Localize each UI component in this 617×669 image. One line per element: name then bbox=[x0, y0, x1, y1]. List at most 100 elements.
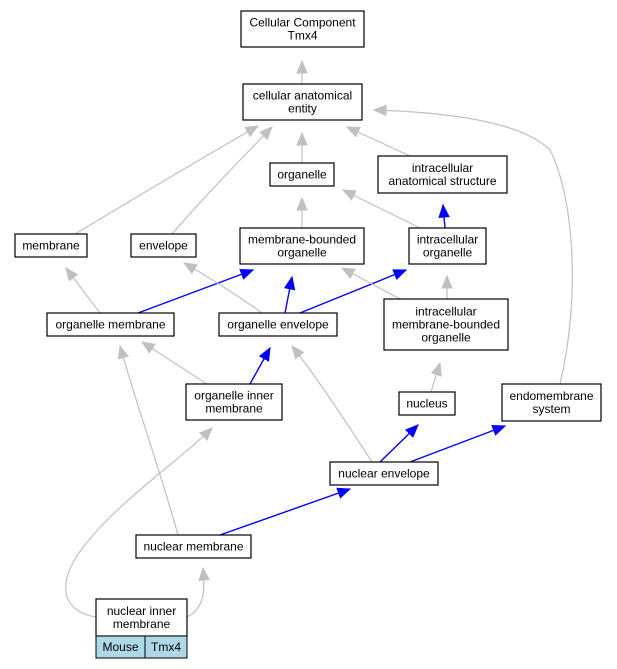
node-label-line: membrane-bounded bbox=[392, 318, 500, 332]
edge-arrowhead bbox=[117, 344, 129, 360]
edge-is_a-nucleus-to-intracellular-membrane-bounded-organelle bbox=[430, 361, 442, 393]
node-box bbox=[135, 534, 252, 559]
edge-is_a-organelle-membrane-to-membrane bbox=[65, 266, 101, 314]
edge-is_a-membrane-bounded-organelle-to-organelle bbox=[296, 196, 308, 228]
edge-arrowhead bbox=[491, 425, 507, 436]
edge-arrowhead bbox=[438, 203, 450, 218]
node-box bbox=[398, 391, 456, 416]
node-label-line: system bbox=[532, 402, 570, 416]
node-label-line: organelle inner bbox=[194, 389, 273, 403]
node-label-line: nuclear inner bbox=[107, 604, 176, 618]
edge-arrowhead bbox=[198, 566, 210, 581]
edge-arrowhead bbox=[345, 126, 361, 138]
edge-is_a-cellular-anatomical-entity-to-cellular-component bbox=[296, 59, 308, 84]
edge-part_of-organelle-inner-membrane-to-organelle-envelope bbox=[249, 346, 271, 385]
edge-line bbox=[171, 126, 273, 235]
edge-arrowhead bbox=[140, 341, 156, 354]
node-box bbox=[408, 227, 487, 265]
edge-arrowhead bbox=[259, 126, 273, 140]
node-box bbox=[130, 233, 197, 258]
node-label-line: organelle envelope bbox=[227, 318, 329, 332]
edge-line bbox=[219, 488, 351, 536]
node-box bbox=[383, 298, 509, 351]
node-label-line: organelle membrane bbox=[55, 318, 165, 332]
node-box bbox=[185, 383, 283, 421]
edge-line bbox=[291, 345, 373, 463]
edge-arrowhead bbox=[258, 346, 271, 362]
edge-arrowhead bbox=[291, 344, 305, 360]
node-box bbox=[95, 598, 188, 637]
edge-arrowhead bbox=[372, 104, 387, 117]
edge-arrowhead bbox=[182, 262, 198, 275]
edge-arrowhead bbox=[341, 189, 357, 201]
node-label-line: endomembrane bbox=[509, 389, 593, 403]
edge-part_of-organelle-envelope-to-intracellular-organelle bbox=[299, 269, 408, 314]
edge-is_a-intracellular-organelle-to-organelle bbox=[341, 189, 421, 229]
node-envelope[interactable]: envelope bbox=[130, 233, 197, 258]
edge-is_a-nuclear-envelope-to-organelle-envelope bbox=[291, 344, 373, 463]
edge-line bbox=[141, 341, 208, 385]
edge-layer bbox=[65, 59, 573, 618]
node-box bbox=[329, 461, 439, 486]
node-label-line: membrane bbox=[113, 617, 171, 631]
node-label-line: organelle bbox=[277, 246, 327, 260]
edge-part_of-nuclear-envelope-to-nucleus bbox=[379, 424, 419, 463]
edge-is_a-nuclear-inner-membrane-to-organelle-inner-membrane bbox=[65, 427, 213, 618]
node-organelle[interactable]: organelle bbox=[269, 162, 335, 187]
node-organelle-membrane[interactable]: organelle membrane bbox=[46, 312, 175, 337]
edge-is_a-envelope-to-cellular-anatomical-entity bbox=[171, 126, 273, 235]
edge-line bbox=[373, 109, 573, 385]
edge-is_a-organelle-envelope-to-envelope bbox=[182, 262, 263, 314]
edge-part_of-intracellular-organelle-to-intracellular-anatomical-structure bbox=[438, 203, 450, 229]
edge-arrowhead bbox=[340, 267, 356, 279]
edge-is_a-intracellular-anatomical-structure-to-cellular-anatomical-entity bbox=[345, 126, 411, 157]
edge-part_of-organelle-envelope-to-membrane-bounded-organelle bbox=[283, 275, 296, 314]
annotation-row: Mouse Tmx4 bbox=[95, 635, 188, 659]
edge-is_a-nuclear-inner-membrane-to-nuclear-membrane bbox=[186, 566, 210, 618]
node-label-line: envelope bbox=[139, 239, 188, 253]
edge-arrowhead bbox=[392, 269, 408, 281]
node-box bbox=[242, 83, 363, 121]
node-label-line: Tmx4 bbox=[288, 29, 318, 43]
edge-part_of-nuclear-envelope-to-endomembrane-system bbox=[409, 425, 507, 463]
node-box bbox=[14, 233, 88, 258]
edge-line bbox=[409, 425, 506, 463]
edge-arrowhead bbox=[296, 59, 308, 74]
edge-arrowhead bbox=[296, 131, 308, 146]
edge-is_a-membrane-to-cellular-anatomical-entity bbox=[74, 125, 260, 235]
node-organelle-envelope[interactable]: organelle envelope bbox=[218, 312, 338, 337]
node-box bbox=[46, 312, 175, 337]
node-label-line: anatomical structure bbox=[388, 174, 496, 188]
node-label-line: membrane-bounded bbox=[248, 233, 356, 247]
node-nuclear-membrane[interactable]: nuclear membrane bbox=[135, 534, 252, 559]
edge-arrowhead bbox=[244, 125, 260, 138]
node-nucleus[interactable]: nucleus bbox=[398, 391, 456, 416]
node-nuclear-envelope[interactable]: nuclear envelope bbox=[329, 461, 439, 486]
node-box bbox=[239, 227, 365, 265]
node-label-line: nuclear membrane bbox=[143, 540, 243, 554]
edge-arrowhead bbox=[239, 268, 255, 280]
node-box bbox=[218, 312, 338, 337]
node-membrane[interactable]: membrane bbox=[14, 233, 88, 258]
gene-cell[interactable] bbox=[144, 635, 188, 659]
edge-line bbox=[119, 345, 179, 536]
node-label-line: nuclear envelope bbox=[338, 467, 430, 481]
node-label-line: intracellular bbox=[417, 233, 478, 247]
node-label-line: Cellular Component bbox=[249, 16, 356, 30]
edge-part_of-organelle-membrane-to-membrane-bounded-organelle bbox=[137, 268, 255, 314]
edge-is_a-intracellular-membrane-bounded-organelle-to-intracellular-organelle bbox=[441, 274, 453, 299]
node-label-line: intracellular bbox=[412, 161, 473, 175]
node-box bbox=[501, 383, 602, 422]
edge-arrowhead bbox=[430, 361, 442, 377]
